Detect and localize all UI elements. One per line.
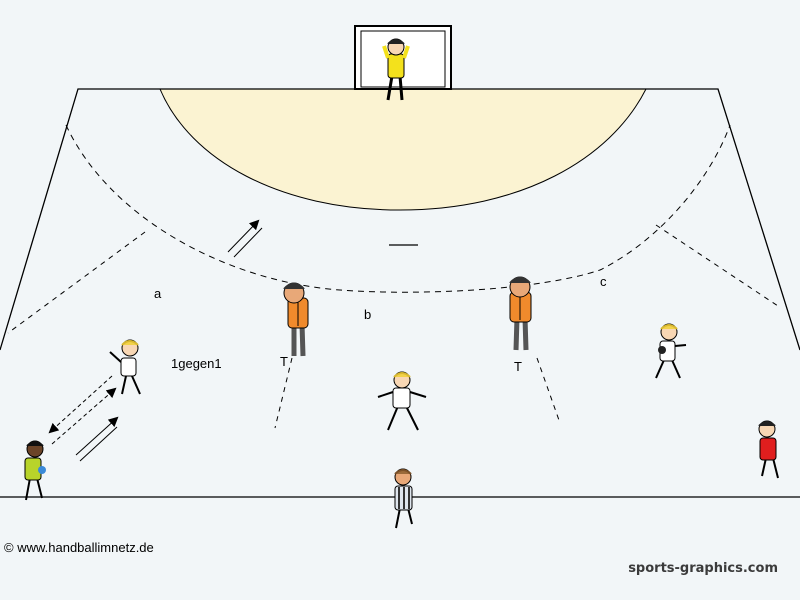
brand-text: sports-graphics.com	[628, 561, 778, 576]
zone-divider-right-outer	[655, 224, 779, 307]
zone-label-c: c	[600, 274, 607, 289]
zone-divider-left-inner	[274, 357, 293, 429]
right-back-player-icon	[655, 323, 687, 379]
movement-arrow-icon	[75, 416, 119, 462]
center-player-icon	[394, 468, 413, 529]
trainer-left-icon	[283, 282, 309, 357]
zone-divider-right-inner	[536, 357, 561, 424]
attacker-player-icon	[109, 339, 141, 395]
trainer-right-label: T	[514, 359, 522, 374]
left-wing-player-icon	[24, 440, 46, 501]
trainer-left-label: T	[280, 354, 288, 369]
right-wing-player-icon	[758, 420, 779, 479]
trainer-right-icon	[509, 276, 532, 351]
zone-label-b: b	[364, 307, 372, 322]
drill-label: 1gegen1	[171, 356, 222, 371]
zone-label-a: a	[154, 286, 162, 301]
free-throw-line	[65, 124, 731, 293]
zone-divider-left-outer	[7, 231, 146, 334]
goal-area	[159, 88, 647, 211]
goalkeeper-icon	[382, 38, 410, 101]
defender-player-icon	[377, 371, 427, 431]
copyright-text: © www.handballimnetz.de	[4, 540, 154, 555]
movement-arrow-icon	[227, 219, 263, 258]
